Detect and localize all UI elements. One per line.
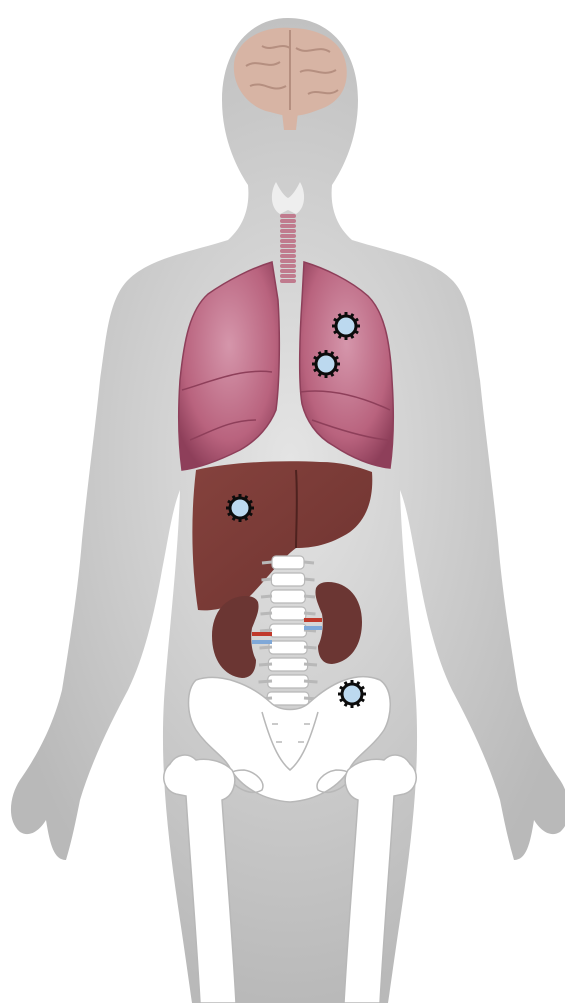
vertebra (268, 675, 308, 688)
vertebra (270, 624, 307, 637)
vertebra (270, 607, 306, 620)
trachea-ring (280, 279, 296, 283)
trachea-ring (280, 254, 296, 258)
trachea-ring (280, 224, 296, 228)
spine (258, 556, 318, 705)
vertebra (272, 556, 304, 569)
vertebra (271, 590, 305, 603)
trachea-ring (280, 234, 296, 238)
trachea-ring (280, 219, 296, 223)
trachea-ring (280, 264, 296, 268)
trachea-ring (280, 244, 296, 248)
trachea-ring (280, 259, 296, 263)
trachea-ring (280, 229, 296, 233)
trachea-ring (280, 214, 296, 218)
trachea-ring (280, 239, 296, 243)
vertebra (271, 573, 304, 586)
trachea-ring (280, 249, 296, 253)
vertebra (269, 641, 307, 654)
vertebra (267, 692, 309, 705)
vertebra (268, 658, 307, 671)
trachea-ring (280, 269, 296, 273)
trachea-ring (280, 274, 296, 278)
